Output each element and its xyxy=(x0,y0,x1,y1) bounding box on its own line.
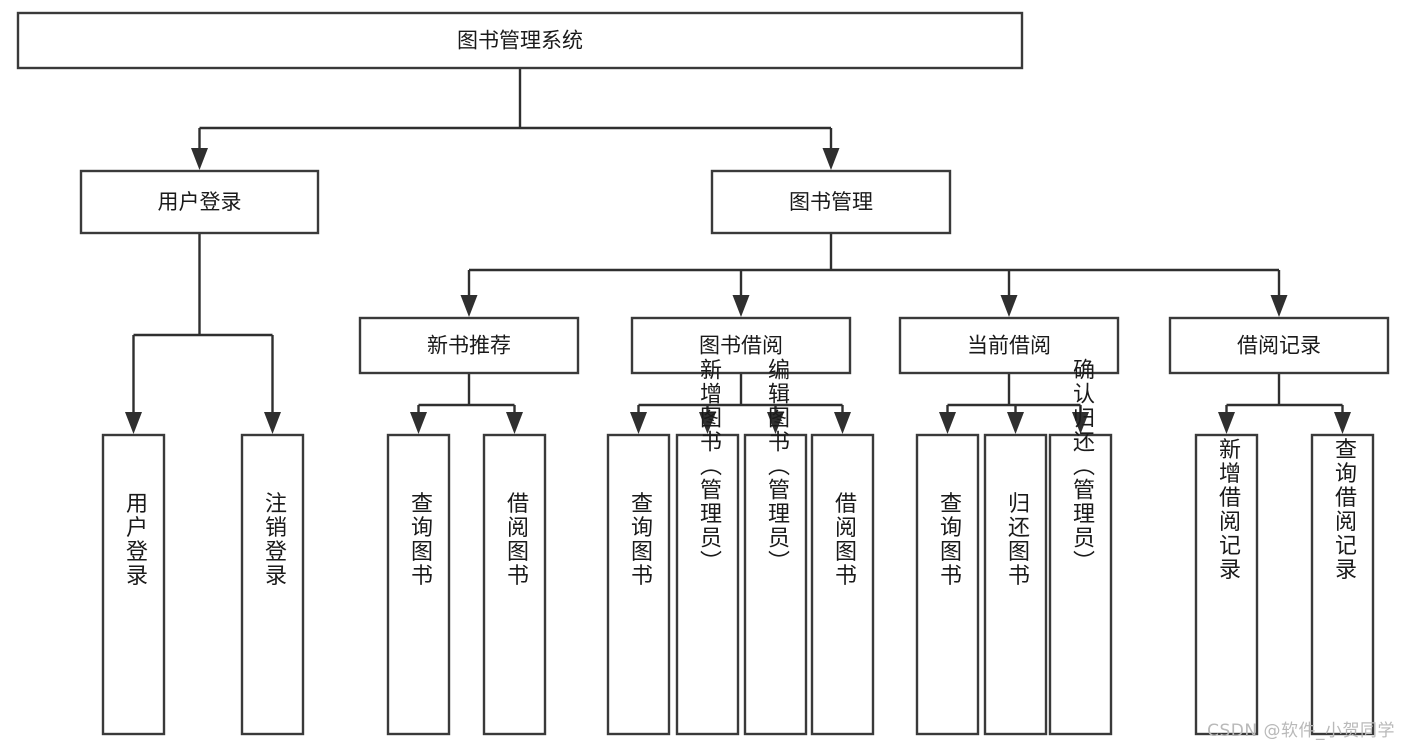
node-leaf_return[interactable]: 归还图书 xyxy=(983,433,1048,736)
node-leaf_qryrec[interactable]: 查询借阅记录 xyxy=(1310,433,1375,736)
arrow-head-leaf_add xyxy=(699,412,716,434)
node-leaf_query1[interactable]: 查询图书 xyxy=(386,433,451,736)
node-label-leaf_borrow2: 借阅图书 xyxy=(831,492,857,588)
node-box-leaf_confirm[interactable] xyxy=(1048,433,1113,736)
node-label-leaf_logout: 注销登录 xyxy=(261,492,287,588)
node-label-leaf_query3: 查询图书 xyxy=(936,492,962,588)
node-box-leaf_login[interactable] xyxy=(101,433,166,736)
node-box-leaf_borrow1[interactable] xyxy=(482,433,547,736)
arrow-head-leaf_addrec xyxy=(1218,412,1235,434)
node-leaf_borrow2[interactable]: 借阅图书 xyxy=(810,433,875,736)
node-box-new_rec[interactable] xyxy=(358,316,580,375)
node-leaf_addrec[interactable]: 新增借阅记录 xyxy=(1194,433,1259,736)
node-box-leaf_query3[interactable] xyxy=(915,433,980,736)
node-leaf_edit[interactable]: 编辑图书（管理员） xyxy=(743,358,808,736)
node-box-leaf_add[interactable] xyxy=(675,433,740,736)
node-box-leaf_logout[interactable] xyxy=(240,433,305,736)
node-label-leaf_return: 归还图书 xyxy=(1004,492,1030,588)
edges-layer xyxy=(125,68,1351,434)
node-current[interactable]: 当前借阅 xyxy=(898,316,1120,375)
node-label-leaf_edit: 编辑图书（管理员） xyxy=(764,358,790,574)
arrow-head-leaf_borrow1 xyxy=(506,412,523,434)
node-box-book_manage[interactable] xyxy=(710,169,952,235)
node-label-root: 图书管理系统 xyxy=(457,29,583,53)
arrow-head-leaf_query3 xyxy=(939,412,956,434)
node-label-leaf_addrec: 新增借阅记录 xyxy=(1215,438,1241,582)
node-label-new_rec: 新书推荐 xyxy=(427,334,511,358)
node-user_login[interactable]: 用户登录 xyxy=(79,169,320,235)
arrow-head-leaf_return xyxy=(1007,412,1024,434)
node-records[interactable]: 借阅记录 xyxy=(1168,316,1390,375)
arrow-head-leaf_logout xyxy=(264,412,281,434)
node-box-records[interactable] xyxy=(1168,316,1390,375)
node-label-leaf_query2: 查询图书 xyxy=(627,492,653,588)
node-borrow[interactable]: 图书借阅 xyxy=(630,316,852,375)
node-label-leaf_borrow1: 借阅图书 xyxy=(503,492,529,588)
arrow-head-leaf_edit xyxy=(767,412,784,434)
node-box-leaf_return[interactable] xyxy=(983,433,1048,736)
node-box-leaf_query2[interactable] xyxy=(606,433,671,736)
node-box-leaf_qryrec[interactable] xyxy=(1310,433,1375,736)
node-label-leaf_qryrec: 查询借阅记录 xyxy=(1331,438,1357,582)
node-label-current: 当前借阅 xyxy=(967,334,1051,358)
node-root[interactable]: 图书管理系统 xyxy=(16,11,1024,70)
node-leaf_borrow1[interactable]: 借阅图书 xyxy=(482,433,547,736)
nodes-layer: 图书管理系统用户登录图书管理新书推荐图书借阅当前借阅借阅记录用户登录注销登录查询… xyxy=(16,11,1390,736)
arrow-head-leaf_query2 xyxy=(630,412,647,434)
node-book_manage[interactable]: 图书管理 xyxy=(710,169,952,235)
node-new_rec[interactable]: 新书推荐 xyxy=(358,316,580,375)
arrow-head-borrow xyxy=(732,295,750,317)
arrow-head-leaf_query1 xyxy=(410,412,427,434)
node-box-leaf_query1[interactable] xyxy=(386,433,451,736)
node-label-leaf_confirm: 确认归还（管理员） xyxy=(1069,358,1095,574)
arrow-head-book_manage xyxy=(822,148,840,170)
node-label-leaf_add: 新增图书（管理员） xyxy=(696,358,722,574)
node-box-leaf_addrec[interactable] xyxy=(1194,433,1259,736)
node-box-borrow[interactable] xyxy=(630,316,852,375)
node-box-leaf_edit[interactable] xyxy=(743,433,808,736)
node-label-leaf_query1: 查询图书 xyxy=(407,492,433,588)
node-leaf_add[interactable]: 新增图书（管理员） xyxy=(675,358,740,736)
arrow-head-leaf_borrow2 xyxy=(834,412,851,434)
node-label-records: 借阅记录 xyxy=(1237,334,1321,358)
node-leaf_login[interactable]: 用户登录 xyxy=(101,433,166,736)
arrow-head-new_rec xyxy=(460,295,478,317)
node-box-root[interactable] xyxy=(16,11,1024,70)
arrow-head-current xyxy=(1000,295,1018,317)
node-leaf_logout[interactable]: 注销登录 xyxy=(240,433,305,736)
node-label-book_manage: 图书管理 xyxy=(789,190,873,214)
arrow-head-user_login xyxy=(191,148,208,170)
node-leaf_confirm[interactable]: 确认归还（管理员） xyxy=(1048,358,1113,736)
node-box-user_login[interactable] xyxy=(79,169,320,235)
arrow-head-leaf_qryrec xyxy=(1334,412,1351,434)
arrow-head-leaf_login xyxy=(125,412,142,434)
arrow-head-leaf_confirm xyxy=(1072,412,1089,434)
node-box-current[interactable] xyxy=(898,316,1120,375)
node-box-leaf_borrow2[interactable] xyxy=(810,433,875,736)
arrow-head-records xyxy=(1270,295,1288,317)
node-label-leaf_login: 用户登录 xyxy=(122,492,148,588)
node-label-user_login: 用户登录 xyxy=(158,190,242,214)
node-leaf_query2[interactable]: 查询图书 xyxy=(606,433,671,736)
node-leaf_query3[interactable]: 查询图书 xyxy=(915,433,980,736)
node-label-borrow: 图书借阅 xyxy=(699,334,783,358)
